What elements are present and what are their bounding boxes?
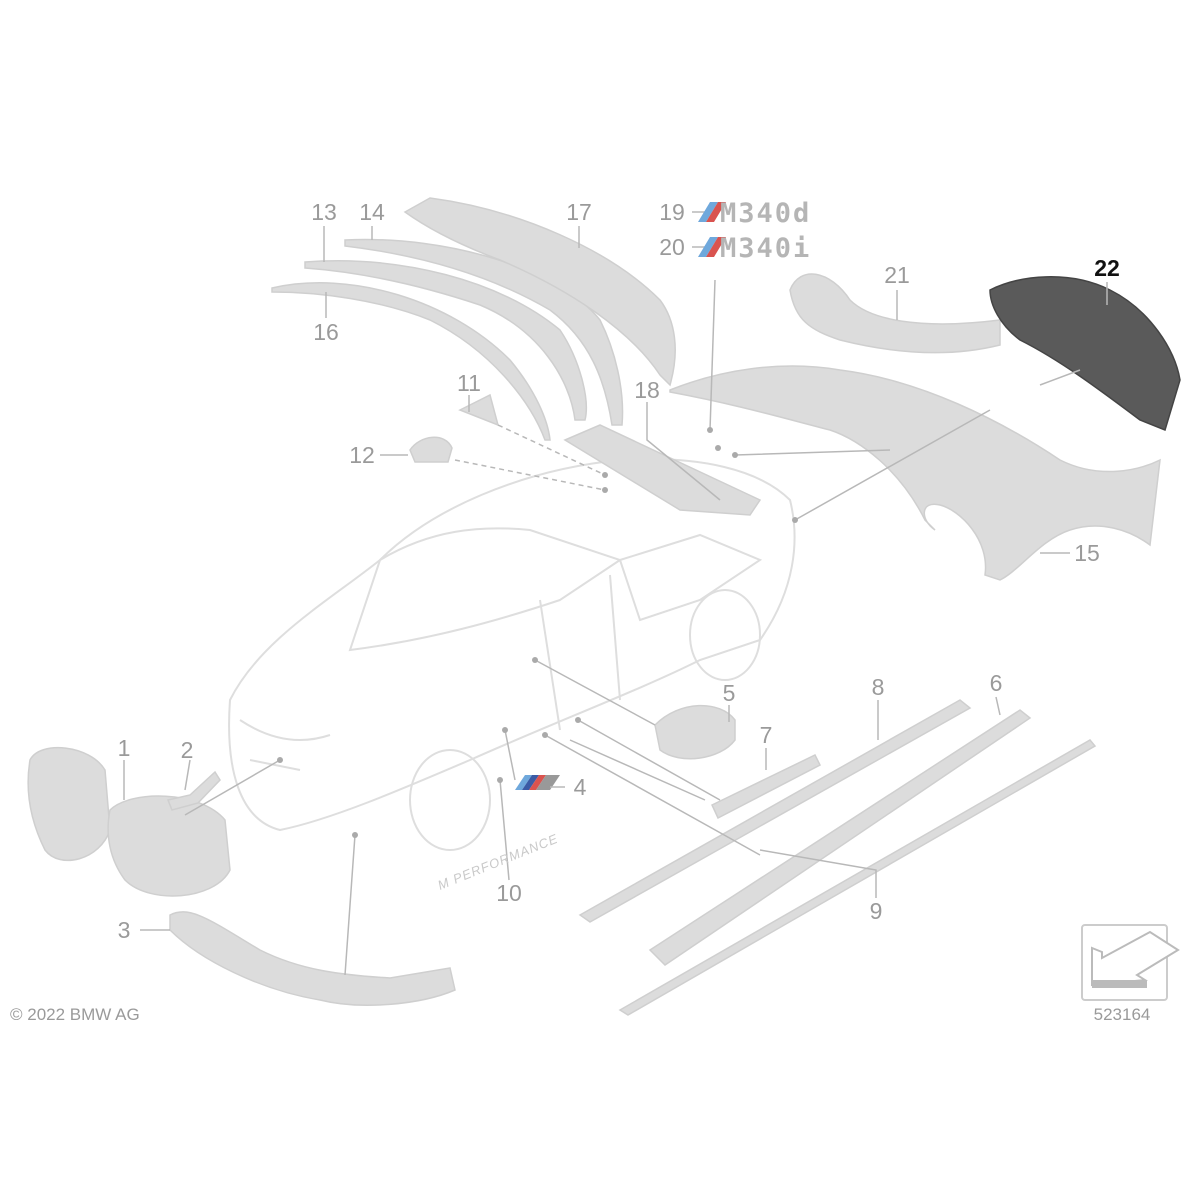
callout-19[interactable]: 19: [659, 199, 685, 225]
part-3-front-splitter[interactable]: [169, 911, 456, 1006]
callout-13[interactable]: 13: [311, 199, 337, 225]
badge-text-m340i: M340i: [720, 233, 811, 264]
part-11[interactable]: [458, 393, 500, 427]
part-5-mirror-cap[interactable]: [654, 704, 736, 760]
callout-8[interactable]: 8: [872, 674, 885, 700]
part-7-sill-plate[interactable]: [711, 754, 822, 820]
callout-16[interactable]: 16: [313, 319, 339, 345]
part-8-side-skirt[interactable]: [578, 699, 972, 923]
leader-lines: [123, 211, 1108, 976]
diagram-id: 523164: [1094, 1005, 1151, 1024]
part-17-trunk-spoiler[interactable]: [403, 197, 676, 387]
callout-2[interactable]: 2: [181, 737, 194, 763]
part-22-rear-diffuser-dark[interactable]: [989, 276, 1181, 432]
part-1-kidney-grille[interactable]: [27, 747, 231, 897]
callout-15[interactable]: 15: [1074, 540, 1100, 566]
callout-5[interactable]: 5: [723, 680, 736, 706]
car-outline: [228, 458, 796, 851]
part-15-rear-bumper-trim[interactable]: [669, 365, 1161, 581]
part-6b[interactable]: [618, 739, 1097, 1016]
part-4-m-badge[interactable]: [515, 775, 560, 790]
callout-17[interactable]: 17: [566, 199, 592, 225]
callout-11[interactable]: 11: [457, 370, 481, 396]
part-6[interactable]: [648, 709, 1032, 966]
callout-20[interactable]: 20: [659, 234, 685, 260]
badge-m340i[interactable]: M340i: [698, 233, 811, 264]
part-16-lip-spoiler[interactable]: [271, 282, 551, 441]
badge-m340d[interactable]: M340d: [698, 198, 811, 229]
view-direction-icon: [1081, 924, 1180, 1001]
callout-10[interactable]: 10: [496, 880, 522, 906]
callout-6[interactable]: 6: [990, 670, 1003, 696]
callout-22[interactable]: 22: [1094, 255, 1120, 281]
callout-21[interactable]: 21: [884, 262, 910, 288]
callout-7[interactable]: 7: [760, 722, 773, 748]
copyright: © 2022 BMW AG: [10, 1005, 140, 1024]
callout-18[interactable]: 18: [634, 377, 660, 403]
callouts: 1 2 3 4 5 6 7 8 9 10 11 12 13 14 15 16 1…: [118, 199, 1120, 943]
callout-14[interactable]: 14: [359, 199, 385, 225]
badge-text-m340d: M340d: [720, 198, 811, 229]
callout-1[interactable]: 1: [118, 735, 131, 761]
callout-9[interactable]: 9: [870, 898, 883, 924]
callout-12[interactable]: 12: [349, 442, 375, 468]
part-13-spoiler[interactable]: [304, 260, 587, 421]
callout-3[interactable]: 3: [118, 917, 131, 943]
part-2[interactable]: [166, 770, 221, 811]
callout-4[interactable]: 4: [574, 774, 587, 800]
part-12-antenna-cover[interactable]: [409, 436, 453, 463]
part-18-diffuser-insert[interactable]: [563, 424, 762, 516]
